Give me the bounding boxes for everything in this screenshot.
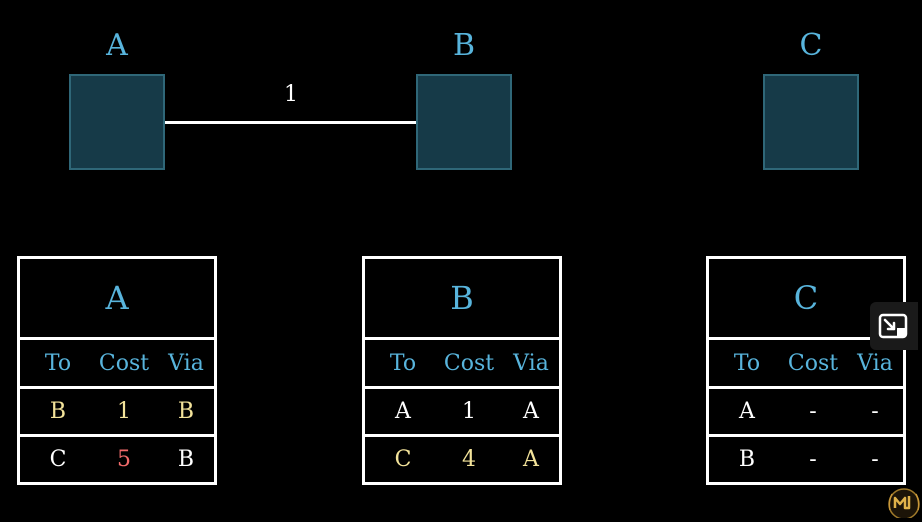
cell-to: A: [395, 399, 411, 424]
cell-via: B: [177, 447, 195, 472]
table-row: C 5 B: [20, 434, 214, 482]
header-via: Via: [857, 350, 893, 376]
table-row: B - -: [709, 434, 903, 482]
routing-table-title: B: [365, 259, 559, 340]
header-to: To: [733, 350, 761, 376]
picture-in-picture-exit-button[interactable]: [870, 302, 918, 350]
table-row: A - -: [709, 386, 903, 434]
routing-table-a: A To Cost Via B 1 B C 5 B: [17, 256, 217, 485]
link-a-b: [165, 121, 416, 124]
cell-to: B: [49, 399, 67, 424]
cell-cost: -: [809, 399, 817, 424]
link-weight-a-b: 1: [284, 82, 298, 107]
cell-to: A: [739, 399, 755, 424]
header-via: Via: [168, 350, 204, 376]
cell-to: C: [394, 447, 412, 472]
table-row: C 4 A: [365, 434, 559, 482]
header-to: To: [44, 350, 72, 376]
cell-cost: 4: [462, 447, 476, 472]
cell-cost: 1: [117, 399, 131, 424]
table-row: B 1 B: [20, 386, 214, 434]
node-label-b: B: [452, 28, 476, 63]
routing-table-title: A: [20, 259, 214, 340]
node-a: [69, 74, 165, 170]
table-header-row: To Cost Via: [20, 340, 214, 386]
cell-via: B: [177, 399, 195, 424]
cell-cost: 5: [117, 447, 131, 472]
routing-table-title: C: [709, 259, 903, 340]
routing-table-c: C To Cost Via A - - B - -: [706, 256, 906, 485]
cell-via: A: [523, 447, 539, 472]
cell-via: A: [523, 399, 539, 424]
table-header-row: To Cost Via: [365, 340, 559, 386]
cell-cost: -: [809, 447, 817, 472]
cell-cost: 1: [462, 399, 476, 424]
header-via: Via: [513, 350, 549, 376]
header-cost: Cost: [98, 350, 150, 376]
cell-to: B: [738, 447, 756, 472]
node-label-c: C: [799, 28, 823, 63]
node-label-a: A: [106, 28, 128, 63]
header-cost: Cost: [443, 350, 495, 376]
cell-via: -: [871, 447, 879, 472]
node-c: [763, 74, 859, 170]
cell-to: C: [49, 447, 67, 472]
table-header-row: To Cost Via: [709, 340, 903, 386]
picture-in-picture-exit-icon: [878, 313, 908, 339]
header-to: To: [389, 350, 417, 376]
node-b: [416, 74, 512, 170]
channel-logo-icon: [880, 482, 920, 520]
cell-via: -: [871, 399, 879, 424]
table-row: A 1 A: [365, 386, 559, 434]
routing-table-b: B To Cost Via A 1 A C 4 A: [362, 256, 562, 485]
header-cost: Cost: [787, 350, 839, 376]
